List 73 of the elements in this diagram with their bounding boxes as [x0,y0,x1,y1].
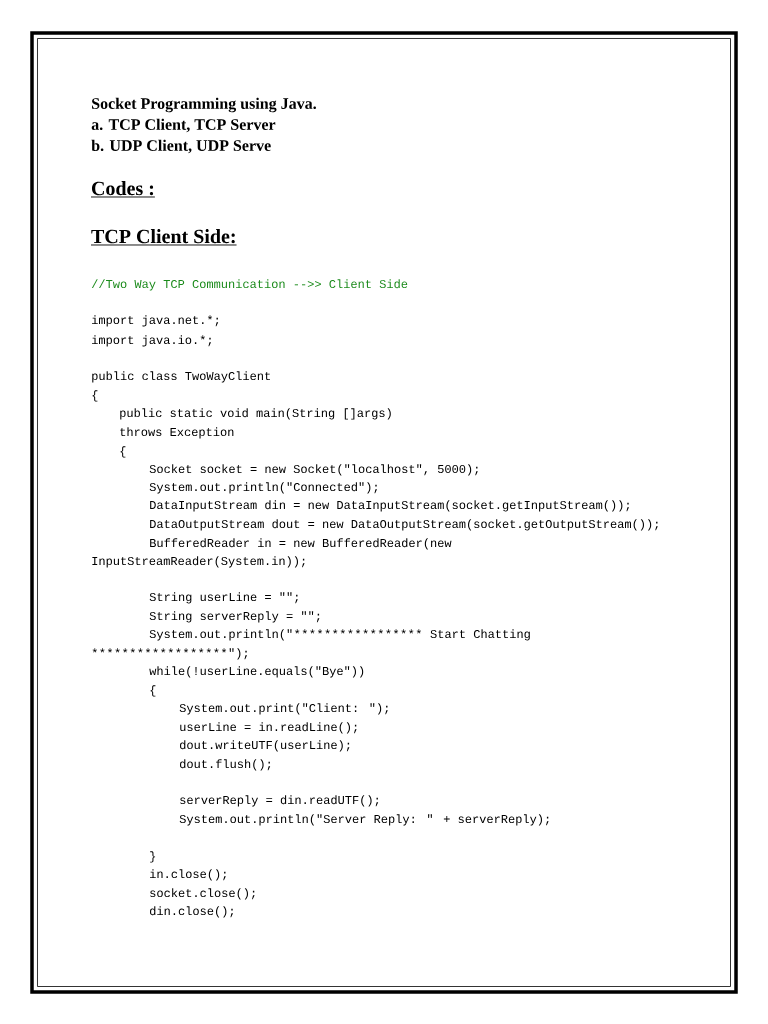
code-line: System.out.print("Client: "); [179,703,388,715]
label: * [363,629,368,634]
code-line: Socket socket = new Socket("localhost", 5000); [149,464,478,476]
label: * [333,629,338,634]
code-line: serverReply = din.readUTF(); [180,795,379,807]
code-line: } [150,851,156,863]
code-line: public static void main(String []args) [120,408,391,420]
section-heading: TCP Client Side: [90,229,237,246]
label: * [92,648,97,653]
code-line: dout.flush(); [180,759,271,771]
code-line: throws Exception [120,427,234,439]
code-line: import java.net.*; [92,315,219,327]
label: * [107,648,113,653]
code-line: * * * * * * * * * * * * * * * * * * "); [92,648,248,660]
code-comment: //Two Way TCP Communication -->> Client Side [91,279,408,291]
label: * [161,648,166,653]
label: * [378,629,383,634]
code-line: { [150,685,156,697]
label: * [138,648,143,653]
label: * [386,629,391,634]
label: * [409,629,414,634]
label: * [340,629,345,634]
label: * [355,629,361,634]
label: Start Chatting [430,629,530,641]
heading-text: b. UDP Client, UDP Serve [91,139,271,154]
code-line: socket.close(); [150,888,255,900]
label: * [100,648,105,653]
label: * [206,648,211,653]
label: * [371,629,376,634]
label: * [325,629,330,634]
label: * [348,629,353,634]
label: * [145,648,151,653]
code-line: System.out.println("Connected"); [149,482,377,494]
code-line: DataInputStream din = new DataInputStream(socket.getInputStream()); [150,500,629,512]
label: * [130,648,135,653]
code-line: { [120,446,126,458]
label: * [168,648,173,653]
code-line: userLine = in.readLine(); [180,722,357,734]
code-line: while(!userLine.equals("Bye")) [149,666,364,678]
heading-text: Socket Programming using Java. [92,97,316,113]
label: * [183,648,189,653]
code-line: System.out.println(" * * * * * * * * * * * * * * * * * Start Chatting [149,629,530,641]
code-line: DataOutputStream dout = new DataOutputStream(socket.getOutputStream()); [150,519,658,531]
label: * [401,629,406,634]
code-line: { [92,390,98,402]
label: * [153,648,158,653]
code-line: import java.io.*; [92,335,211,347]
code-line: String serverReply = ""; [149,611,320,623]
label: * [295,629,300,634]
label: * [214,648,219,653]
section-heading: Codes : [90,181,156,198]
label: * [416,629,421,634]
code-line: public class TwoWayClient [92,371,270,383]
label: * [123,648,128,653]
label: * [302,629,307,634]
code-line: din.close(); [150,906,233,918]
label: * [199,648,204,653]
label: * [115,648,120,653]
label: "); [229,648,248,660]
label: * [393,629,399,634]
label: * [221,648,227,653]
code-line: String userLine = ""; [149,592,298,604]
label: * [310,629,315,634]
heading-text: a. TCP Client, TCP Server [91,118,276,133]
label: * [191,648,196,653]
label: * [317,629,323,634]
code-line: dout.writeUTF(userLine); [180,740,350,752]
code-line: BufferedReader in = new BufferedReader(new [150,538,452,550]
code-line: System.out.println("Server Reply: " + serverReply); [179,814,549,826]
label: System.out.println(" [149,629,292,641]
label: * [176,648,181,653]
code-line: in.close(); [150,869,226,881]
code-line: InputStreamReader(System.in)); [92,556,305,568]
